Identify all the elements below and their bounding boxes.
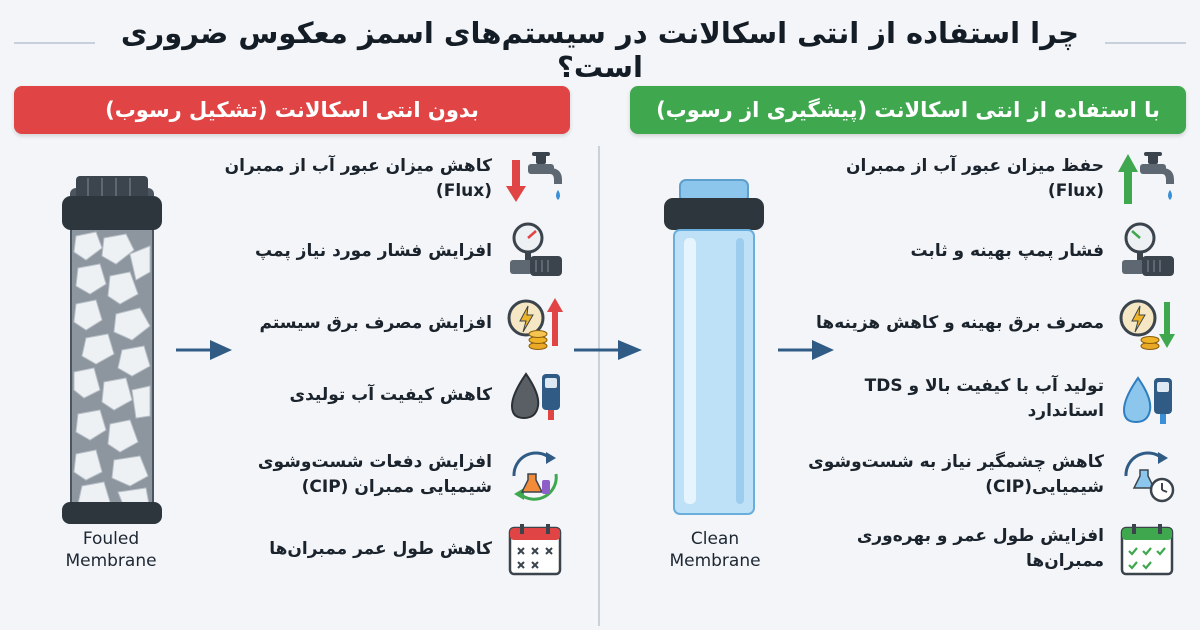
- right-item-pump: فشار پمپ بهینه و ثابت: [804, 222, 1176, 280]
- pump-gauge-icon: [1122, 222, 1174, 276]
- arrow-right-icon: [574, 340, 642, 360]
- right-item-text: کاهش چشمگیر نیاز به شست‌وشوی شیمیایی(CIP…: [808, 452, 1104, 497]
- left-item-text: کاهش کیفیت آب تولیدی: [289, 384, 492, 405]
- title-row: چرا استفاده از انتی اسکالانت در سیستم‌ها…: [0, 0, 1200, 84]
- title-rule-left: [14, 42, 104, 44]
- right-item-cip: کاهش چشمگیر نیاز به شست‌وشوی شیمیایی(CIP…: [804, 446, 1176, 504]
- clean-membrane-label: Clean Membrane: [650, 528, 780, 572]
- fouled-membrane-label: Fouled Membrane: [46, 528, 176, 572]
- left-item-text: افزایش مصرف برق سیستم: [259, 312, 492, 333]
- tap-up-arrow-icon: [1118, 152, 1174, 204]
- left-item-quality: کاهش کیفیت آب تولیدی: [192, 366, 564, 424]
- clean-membrane-label-1: Clean: [690, 529, 740, 549]
- cip-chemical-clock-icon: [1124, 451, 1175, 503]
- fouled-membrane-label-2: Membrane: [65, 551, 157, 571]
- tds-drop-dark-icon: [510, 372, 560, 420]
- left-item-text: کاهش میزان عبور آب از ممبران (Flux): [224, 156, 492, 201]
- without-antiscalant-banner: بدون انتی اسکالانت (تشکیل رسوب): [14, 86, 570, 134]
- right-item-text: فشار پمپ بهینه و ثابت: [910, 240, 1104, 261]
- left-item-energy: افزایش مصرف برق سیستم: [192, 294, 564, 352]
- calendar-check-icon: [1120, 524, 1174, 576]
- left-item-cip: افزایش دفعات شست‌وشوی شیمیایی ممبران (CI…: [192, 446, 564, 504]
- calendar-x-icon: [508, 524, 562, 576]
- center-divider: [598, 146, 600, 626]
- cip-chemical-icon: [512, 451, 558, 501]
- fouled-membrane-label-1: Fouled: [82, 529, 140, 549]
- tap-down-arrow-icon: [506, 152, 562, 202]
- left-item-text: کاهش طول عمر ممبران‌ها: [269, 538, 492, 559]
- left-item-flux: کاهش میزان عبور آب از ممبران (Flux): [192, 150, 564, 208]
- pump-gauge-icon: [510, 222, 562, 276]
- left-item-text: افزایش دفعات شست‌وشوی شیمیایی ممبران (CI…: [257, 452, 492, 497]
- tds-drop-clean-icon: [1122, 376, 1172, 424]
- title-rule-right: [1096, 42, 1186, 44]
- left-item-lifetime: کاهش طول عمر ممبران‌ها: [192, 520, 564, 578]
- energy-cost-up-icon: [507, 298, 563, 350]
- right-item-energy: مصرف برق بهینه و کاهش هزینه‌ها: [804, 294, 1176, 352]
- left-item-text: افزایش فشار مورد نیاز پمپ: [254, 240, 492, 261]
- clean-membrane-label-2: Membrane: [669, 551, 761, 571]
- energy-cost-down-icon: [1119, 299, 1175, 350]
- left-item-pump: افزایش فشار مورد نیاز پمپ: [192, 222, 564, 280]
- with-antiscalant-banner: با استفاده از انتی اسکالانت (پیشگیری از …: [630, 86, 1186, 134]
- fouled-membrane-icon: [62, 176, 162, 524]
- right-item-text: تولید آب با کیفیت بالا و TDS استاندارد: [864, 376, 1104, 421]
- right-item-text: حفظ میزان عبور آب از ممبران (Flux): [846, 156, 1104, 201]
- right-item-text: افزایش طول عمر و بهره‌وری ممبران‌ها: [856, 526, 1104, 571]
- page-title: چرا استفاده از انتی اسکالانت در سیستم‌ها…: [95, 16, 1105, 84]
- arrow-right-icon: [778, 340, 834, 360]
- right-item-quality: تولید آب با کیفیت بالا و TDS استاندارد: [804, 370, 1176, 428]
- clean-membrane-icon: [664, 179, 764, 515]
- arrow-right-icon: [176, 340, 232, 360]
- right-item-text: مصرف برق بهینه و کاهش هزینه‌ها: [816, 312, 1104, 333]
- right-item-lifetime: افزایش طول عمر و بهره‌وری ممبران‌ها: [804, 520, 1176, 578]
- right-item-flux: حفظ میزان عبور آب از ممبران (Flux): [804, 150, 1176, 208]
